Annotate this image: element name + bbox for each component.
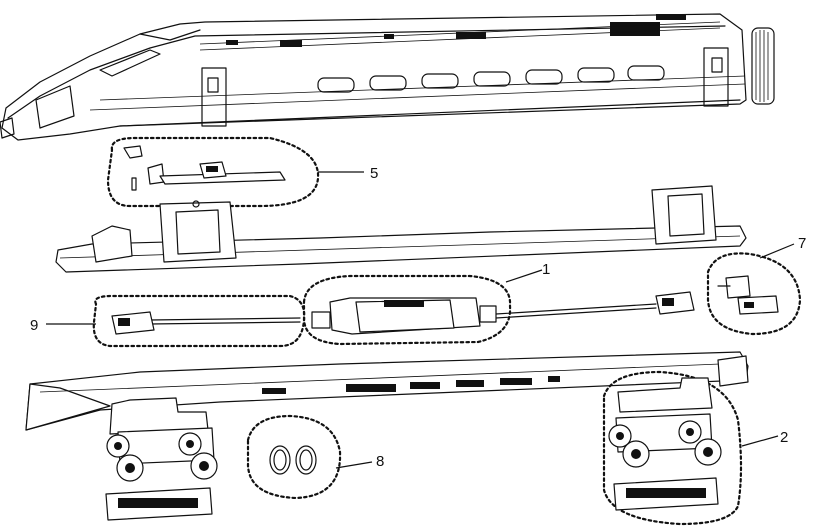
callout-1: 1 <box>542 261 550 278</box>
traction-tyres-8 <box>246 414 342 500</box>
rear-end-cap <box>751 27 775 105</box>
lower-chassis-slots <box>262 376 560 394</box>
lower-chassis <box>25 351 749 431</box>
roof-equipment <box>199 14 721 51</box>
chassis-floor <box>55 185 747 273</box>
callout-8: 8 <box>376 453 384 470</box>
part-7-group <box>706 252 802 336</box>
callout-7: 7 <box>798 235 806 252</box>
part-9-group <box>92 294 306 348</box>
callout-9: 9 <box>30 317 38 334</box>
detail-parts-5 <box>106 136 320 208</box>
callout-5: 5 <box>370 165 378 182</box>
body-shell <box>0 13 775 141</box>
bogie-right-2 <box>602 370 743 526</box>
motor-assembly <box>111 274 695 346</box>
leader-lines <box>46 171 795 469</box>
callout-2: 2 <box>780 429 788 446</box>
body-windows <box>317 65 665 93</box>
bogie-left <box>105 397 218 521</box>
